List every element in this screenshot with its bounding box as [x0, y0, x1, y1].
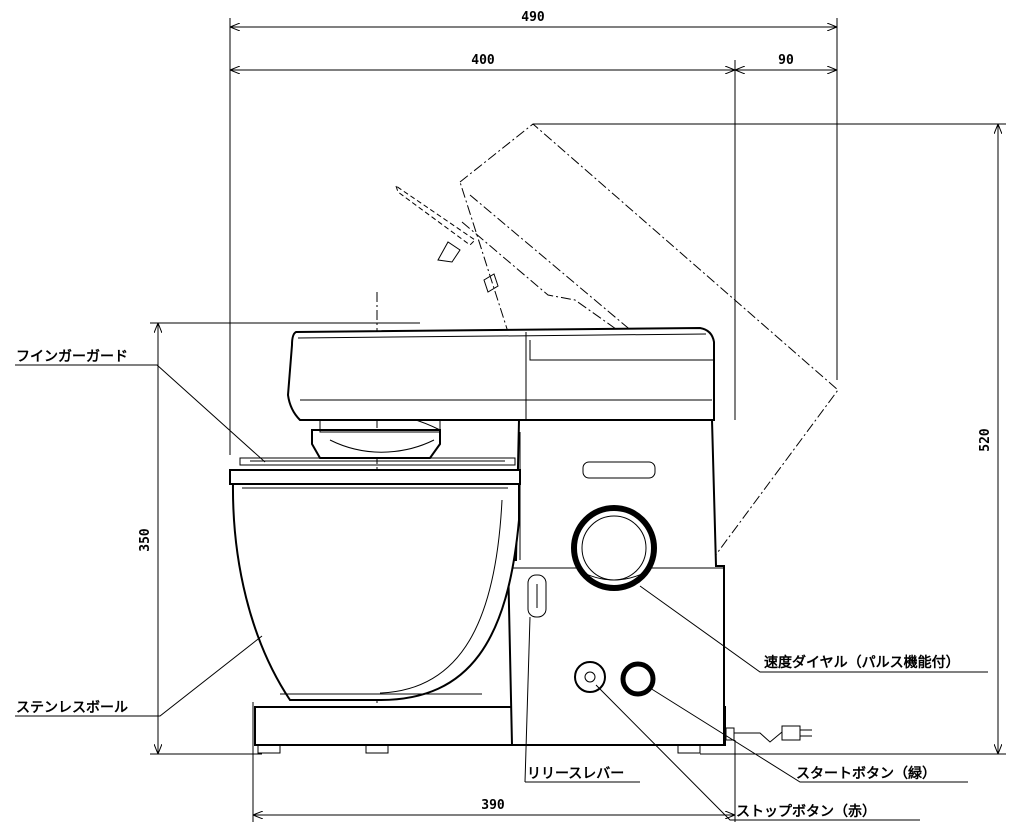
dim-raised-height: 520: [978, 428, 993, 452]
dim-total-width: 490: [521, 10, 545, 25]
label-stop-button: ストップボタン（赤）: [736, 804, 876, 820]
dim-height: 350: [138, 528, 153, 552]
leader-lines: [15, 364, 988, 821]
dimension-lines: [150, 18, 1006, 822]
speed-dial[interactable]: [571, 505, 657, 591]
label-start-button: スタートボタン（緑）: [796, 765, 936, 782]
dim-rear-extension: 90: [778, 53, 794, 68]
stainless-bowl: [229, 469, 521, 701]
dim-base-width: 390: [481, 798, 505, 813]
label-speed-dial: 速度ダイヤル（パルス機能付）: [764, 654, 960, 671]
release-lever[interactable]: [527, 574, 547, 618]
start-button[interactable]: [620, 661, 656, 697]
mixer-head: [286, 326, 715, 433]
stop-button[interactable]: [574, 661, 606, 693]
label-stainless-bowl: ステンレスボール: [16, 700, 128, 716]
label-release-lever: リリースレバー: [527, 766, 624, 782]
label-finger-guard: フインガーガード: [16, 349, 128, 365]
power-plug: [725, 725, 812, 743]
dim-body-width: 400: [471, 53, 495, 68]
